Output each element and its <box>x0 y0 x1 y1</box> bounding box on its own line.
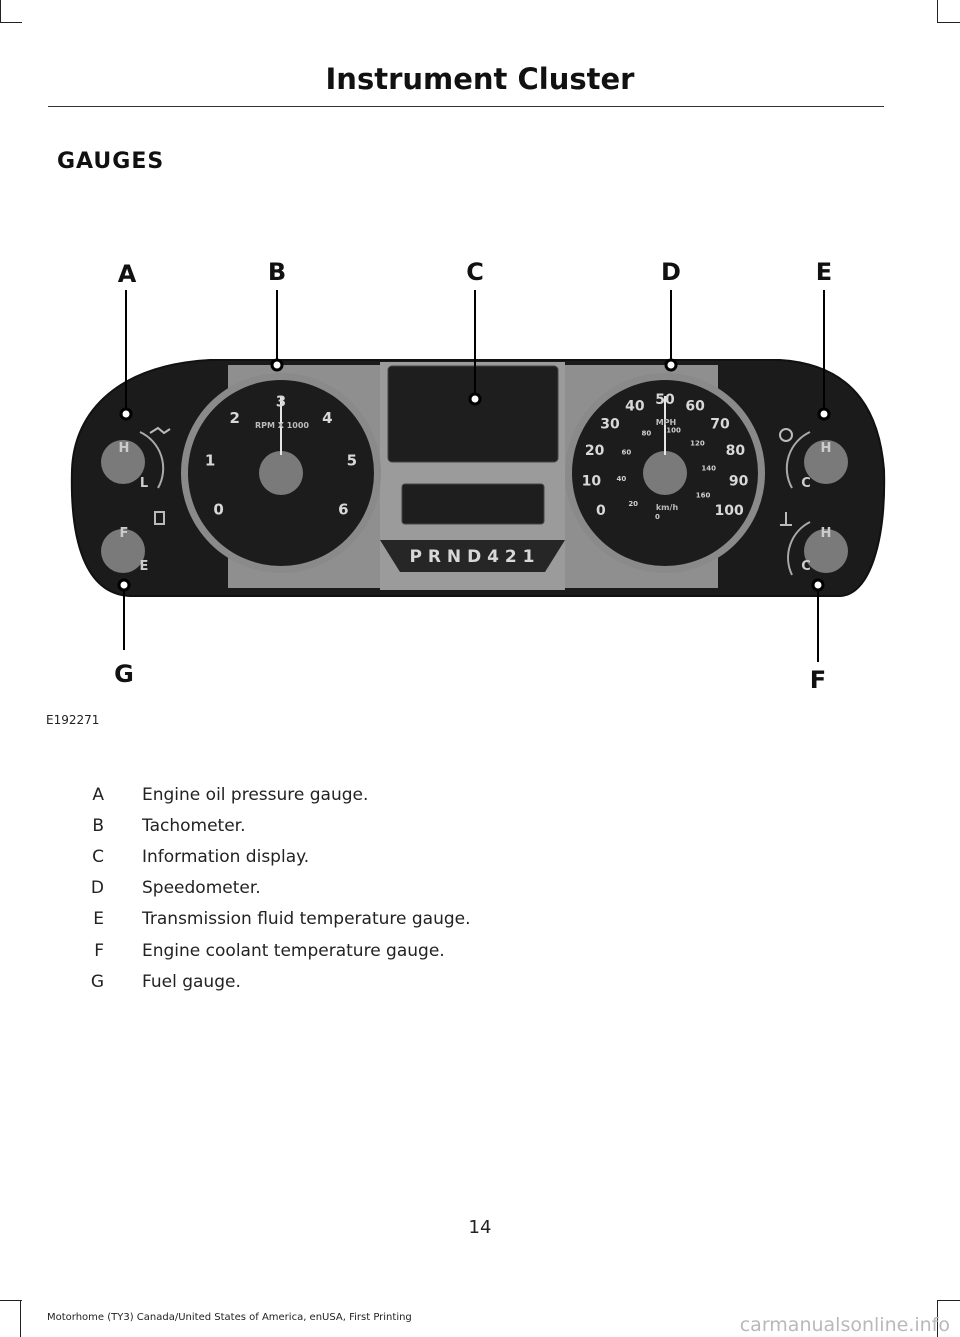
legend-text: Transmission fluid temperature gauge. <box>142 909 471 929</box>
gear-indicator: P R N D 4 2 1 <box>410 547 535 567</box>
tach-ticks-label: 4 <box>322 409 332 427</box>
gear-strip <box>380 540 565 572</box>
information-display <box>387 365 559 463</box>
oil-pressure-gauge: H L <box>101 426 171 491</box>
crop-mark <box>0 1300 22 1301</box>
legend-text: Tachometer. <box>142 816 246 836</box>
coolant-temperature-gauge: H C <box>780 512 848 576</box>
oil-can-icon <box>149 426 171 435</box>
callout-e: E <box>816 258 832 286</box>
legend-text: Engine oil pressure gauge. <box>142 785 369 805</box>
legend-key: B <box>92 816 104 836</box>
mph-ticks-label: 90 <box>729 474 749 490</box>
callout-a: A <box>118 260 137 288</box>
transmission-temperature-gauge: H C <box>779 428 848 491</box>
legend-text: Speedometer. <box>142 878 261 898</box>
callout-b: B <box>268 258 286 286</box>
mph-ticks-label: 100 <box>714 503 743 519</box>
callout-c: C <box>466 258 484 286</box>
mph-ticks-label: 10 <box>582 474 602 490</box>
tach-ticks-label: 5 <box>347 452 357 470</box>
speedometer-kmh-label: km/h <box>656 503 679 512</box>
kmh-ticks-label: 140 <box>701 465 716 473</box>
fuel-pump-icon <box>154 511 165 525</box>
oil-gauge-low-label: L <box>140 476 148 491</box>
oil-gauge-high-label: H <box>119 441 130 456</box>
figure-id: E192271 <box>46 713 99 727</box>
tach-ticks-label: 1 <box>205 452 215 470</box>
callout-dots <box>117 358 831 592</box>
transmission-gear-icon <box>779 428 793 442</box>
legend-text: Information display. <box>142 847 310 867</box>
mph-ticks-label: 50 <box>655 392 675 408</box>
crop-mark <box>937 22 960 23</box>
crop-mark <box>937 1300 960 1301</box>
kmh-ticks-label: 40 <box>617 475 627 483</box>
fuel-gauge-empty-label: E <box>140 559 149 574</box>
legend-text: Fuel gauge. <box>142 972 241 992</box>
legend-key: F <box>94 941 104 961</box>
callout-f: F <box>810 666 826 694</box>
mph-ticks-label: 60 <box>685 398 705 414</box>
speedometer-hub <box>643 451 687 495</box>
legend-key: E <box>93 909 104 929</box>
callout-d: D <box>661 258 681 286</box>
legend-key: D <box>90 878 104 898</box>
tach-ticks-label: 0 <box>213 500 223 518</box>
footer-text: Motorhome (TY3) Canada/United States of … <box>47 1312 412 1323</box>
odometer-display <box>401 483 545 525</box>
legend-key: G <box>90 972 104 992</box>
crop-mark <box>20 1300 21 1337</box>
speedometer-kmh-labels: 0 20 40 60 80 100 120 140 160 <box>617 426 717 521</box>
tachometer-label: RPM X 1000 <box>255 421 309 430</box>
legend-text: Engine coolant temperature gauge. <box>142 941 445 961</box>
mph-ticks-label: 40 <box>625 398 645 414</box>
tachometer-tick-labels: 0 1 2 3 4 5 6 <box>205 392 357 518</box>
kmh-ticks-label: 120 <box>690 440 705 448</box>
mph-ticks-label: 80 <box>726 443 746 459</box>
legend-key: C <box>92 847 104 867</box>
instrument-cluster-figure: P R N D 4 2 1 0 1 2 3 4 5 6 RPM X 1000 0 10 20 30… <box>46 258 886 727</box>
legend-key: A <box>92 785 104 805</box>
kmh-ticks-label: 60 <box>622 448 632 456</box>
kmh-ticks-label: 160 <box>696 491 711 499</box>
coolant-thermometer-icon <box>780 512 792 526</box>
tachometer-hub <box>259 451 303 495</box>
kmh-ticks-label: 100 <box>666 426 681 434</box>
mph-ticks-label: 30 <box>600 416 620 432</box>
kmh-ticks-label: 20 <box>628 500 638 508</box>
coolant-gauge-cold-label: C <box>801 559 811 574</box>
speedometer-mph-labels: 0 10 20 30 40 50 60 70 80 90 100 <box>582 392 749 519</box>
title-divider <box>48 106 884 107</box>
page-title: Instrument Cluster <box>325 62 635 96</box>
tach-ticks-label: 2 <box>229 409 239 427</box>
page-number: 14 <box>468 1217 492 1238</box>
kmh-ticks-label: 0 <box>655 513 660 521</box>
coolant-gauge-hot-label: H <box>821 526 832 541</box>
kmh-ticks-label: 80 <box>642 430 652 438</box>
callout-g: G <box>114 660 134 688</box>
mph-ticks-label: 0 <box>596 503 606 519</box>
speedometer-mph-label: MPH <box>656 418 677 427</box>
callout-leaders <box>123 290 825 662</box>
crop-mark <box>937 1300 938 1337</box>
tach-ticks-label: 3 <box>276 392 286 410</box>
mph-ticks-label: 20 <box>585 443 605 459</box>
crop-mark <box>0 0 1 22</box>
trans-gauge-hot-label: H <box>821 441 832 456</box>
mph-ticks-label: 70 <box>710 416 730 432</box>
fuel-gauge: F E <box>101 511 165 574</box>
crop-mark <box>937 0 938 22</box>
crop-mark <box>0 22 22 23</box>
section-heading: GAUGES <box>57 149 165 174</box>
trans-gauge-cold-label: C <box>801 476 811 491</box>
watermark: carmanualsonline.info <box>739 1314 950 1336</box>
fuel-gauge-full-label: F <box>120 526 129 541</box>
callout-letters: A B C D E F G <box>114 258 832 694</box>
tach-ticks-label: 6 <box>338 500 348 518</box>
